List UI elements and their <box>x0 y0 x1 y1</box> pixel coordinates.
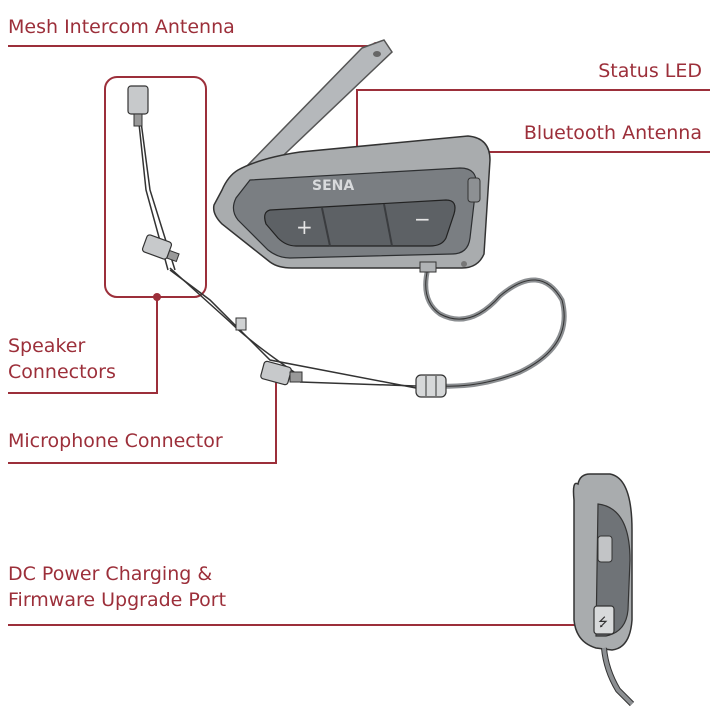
speaker-connector-top <box>127 85 149 127</box>
mesh-intercom-antenna-label: Mesh Intercom Antenna <box>8 16 235 38</box>
side-view-unit: ⭍ <box>572 473 635 707</box>
speaker-connectors-leader <box>8 297 158 394</box>
microphone-connector <box>260 360 303 386</box>
speaker-connectors-label-line2: Connectors <box>8 361 116 383</box>
usb-port <box>593 605 615 635</box>
main-cable <box>423 267 567 389</box>
plus-button-icon: + <box>296 215 313 239</box>
microphone-leader <box>8 378 277 464</box>
status-led-label: Status LED <box>598 60 702 82</box>
speaker-connector-bottom <box>141 234 180 263</box>
dc-power-label-line2: Firmware Upgrade Port <box>8 589 227 611</box>
bluetooth-antenna-label: Bluetooth Antenna <box>523 122 702 144</box>
button-panel <box>264 199 456 247</box>
speaker-connectors-label-line1: Speaker <box>8 335 86 357</box>
usb-icon: ⭍ <box>598 615 608 629</box>
brand-logo: SENA <box>312 178 354 194</box>
dc-power-label-line1: DC Power Charging & <box>8 563 213 585</box>
minus-button-icon: − <box>414 207 431 231</box>
speaker-connectors-bracket <box>104 76 207 298</box>
cable-splitter <box>415 374 447 398</box>
mesh-antenna <box>243 39 393 171</box>
speaker-connectors-dot <box>153 293 161 301</box>
microphone-connector-label: Microphone Connector <box>8 430 223 452</box>
